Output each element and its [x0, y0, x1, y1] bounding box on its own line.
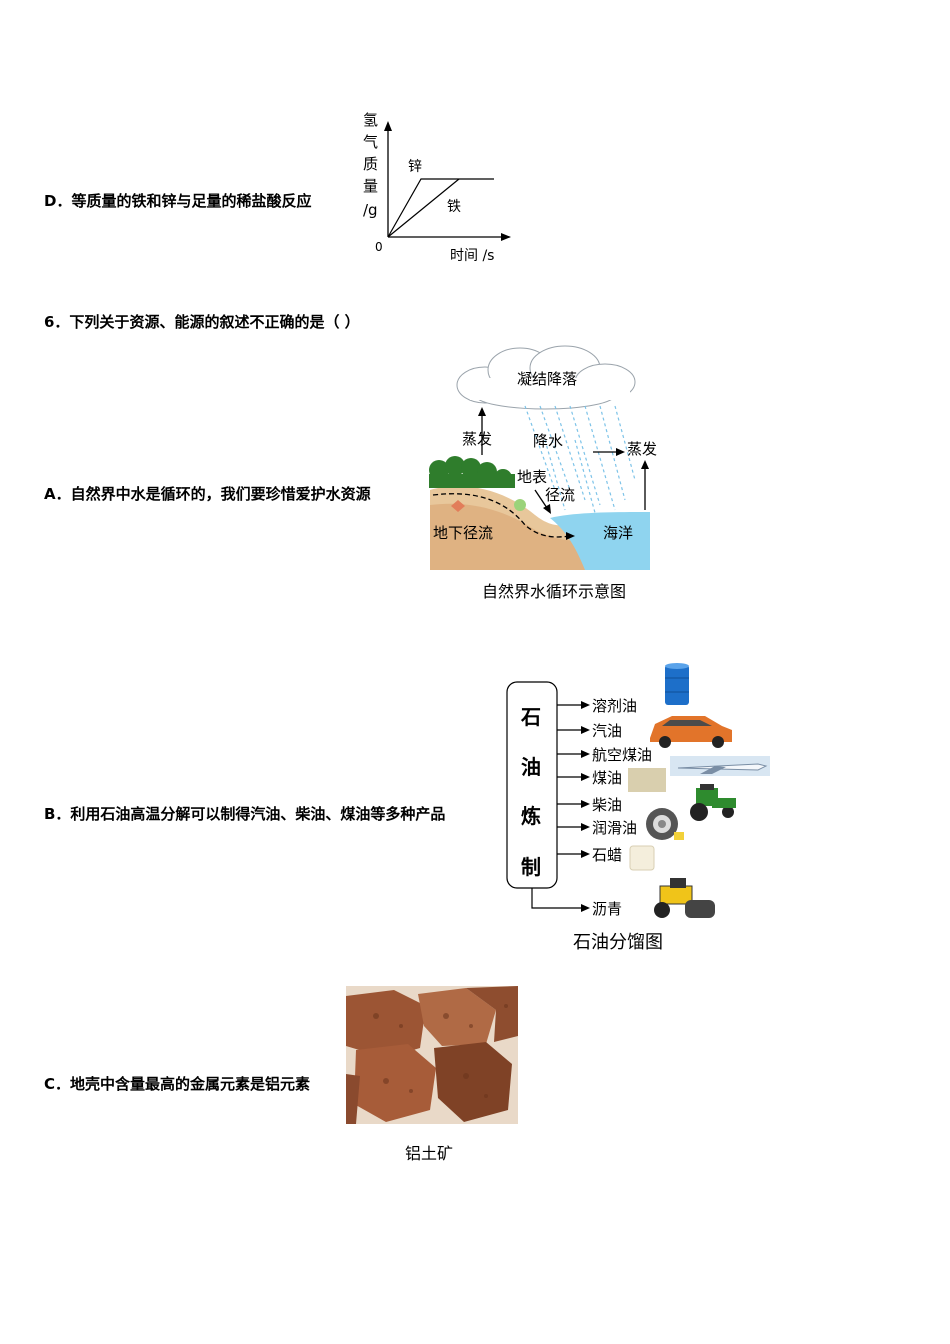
land-shade [430, 503, 605, 570]
box-char: 油 [521, 755, 541, 779]
airplane-image [670, 756, 770, 776]
y-axis-char: 质 [363, 155, 378, 173]
road-roller-image [654, 878, 715, 918]
water-cycle-diagram: 凝结降落 蒸发 降水 蒸发 地表 径流 地下径流 [429, 345, 657, 570]
bauxite-image [346, 986, 518, 1124]
product-arrows [531, 704, 583, 909]
option-a-text: A．自然界中水是循环的，我们要珍惜爱护水资源 [44, 485, 371, 503]
y-axis-char: 气 [363, 133, 378, 151]
zinc-label: 锌 [408, 159, 422, 175]
option-d-text: D．等质量的铁和锌与足量的稀盐酸反应 [44, 192, 312, 210]
product-paraffin: 石蜡 [592, 846, 622, 864]
underground-flow [432, 493, 571, 538]
product-asphalt: 沥青 [592, 900, 622, 918]
y-axis-char: 氢 [363, 111, 378, 129]
ocean [550, 512, 650, 570]
candle-image [629, 845, 655, 871]
petroleum-refining-diagram: 石 油 炼 制 溶剂油 汽油 航空煤油 煤油 柴油 润滑油 石蜡 沥青 [506, 663, 770, 918]
option-b-text: B．利用石油高温分解可以制得汽油、柴油、煤油等多种产品 [44, 805, 446, 823]
underground-label: 地下径流 [433, 524, 493, 542]
hydrogen-mass-graph: 氢 气 质 量 /g 0 时间 /s 锌 铁 [363, 111, 511, 264]
trees [429, 456, 515, 488]
surface-runoff-label-1: 地表 [517, 468, 547, 486]
car-image [650, 716, 732, 748]
iron-label: 铁 [447, 199, 461, 215]
product-diesel: 柴油 [592, 796, 622, 814]
product-lubricant: 润滑油 [592, 819, 637, 837]
y-axis-char: 量 [363, 177, 378, 195]
barrel-image [665, 663, 689, 705]
box-char: 石 [520, 705, 541, 729]
question-6-text: 6．下列关于资源、能源的叙述不正确的是（ ） [44, 313, 360, 331]
box-char: 制 [521, 855, 541, 879]
y-axis-arrow [384, 121, 392, 131]
zinc-line [387, 178, 494, 238]
y-axis-label: 氢 气 质 量 /g [363, 111, 378, 219]
bauxite-caption: 铝土矿 [405, 1144, 454, 1163]
tractor-image [690, 784, 736, 821]
iron-line [387, 178, 460, 238]
petroleum-caption: 石油分馏图 [573, 932, 663, 953]
evap-left-label: 蒸发 [462, 430, 492, 448]
x-axis-label: 时间 /s [450, 248, 494, 264]
water-cycle-caption: 自然界水循环示意图 [482, 582, 627, 601]
cloud-label: 凝结降落 [517, 370, 577, 388]
product-kerosene: 煤油 [592, 769, 622, 787]
product-jet-fuel: 航空煤油 [592, 746, 652, 764]
surface-runoff-arrow [534, 489, 548, 509]
evap-right-label: 蒸发 [627, 440, 657, 458]
option-c-text: C．地壳中含量最高的金属元素是铝元素 [44, 1075, 311, 1093]
rain-streaks [524, 405, 636, 521]
box-char: 炼 [521, 804, 541, 828]
product-solvent-oil: 溶剂油 [592, 697, 637, 715]
x-axis-arrow [501, 233, 511, 241]
bearing-image [646, 808, 684, 840]
ocean-label: 海洋 [603, 524, 633, 542]
y-axis-char: /g [363, 201, 378, 219]
rain-label: 降水 [533, 432, 563, 450]
product-gasoline: 汽油 [592, 722, 622, 740]
origin-label: 0 [375, 240, 383, 254]
kerosene-image [628, 768, 666, 792]
surface-runoff-label-2: 径流 [545, 486, 575, 504]
